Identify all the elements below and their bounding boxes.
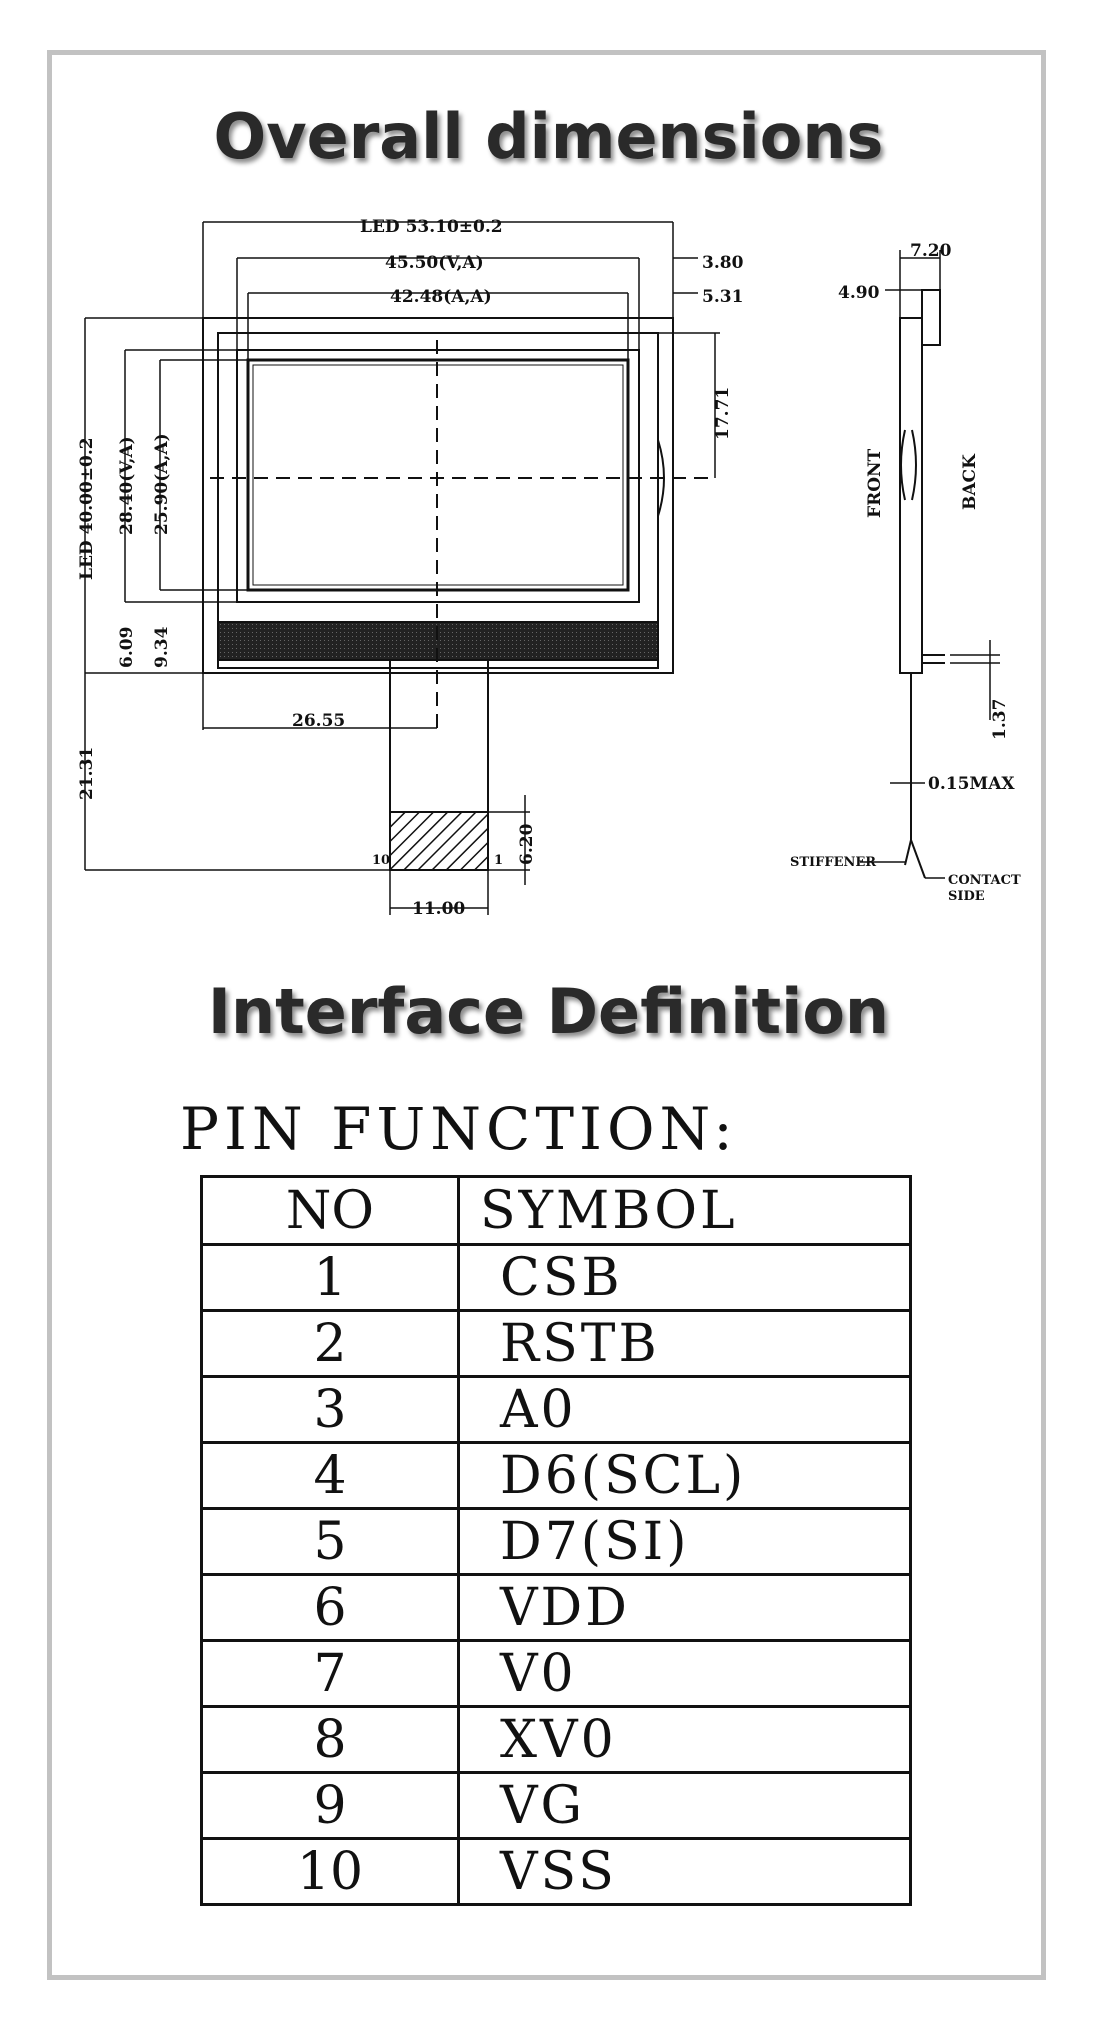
dim-half-width: 26.55: [292, 711, 345, 731]
side-stiffener-label: STIFFENER: [790, 855, 876, 870]
dim-bottom-offset-1: 6.09: [117, 627, 137, 668]
dim-bottom-offset-2: 9.34: [152, 626, 172, 668]
pin-no: 3: [200, 1375, 460, 1444]
side-dim-thickness: 4.90: [838, 283, 880, 303]
side-back-label: BACK: [960, 453, 980, 510]
pin-label-right: 1: [494, 853, 503, 868]
dim-fpc-pad-height: 6.20: [517, 823, 537, 865]
pin-symbol: V0: [457, 1639, 912, 1708]
dimension-lines: [84, 221, 720, 915]
dim-fpc-width: 11.00: [412, 899, 465, 919]
table-header-row: NO SYMBOL: [200, 1175, 912, 1246]
pin-function-heading: PIN FUNCTION:: [180, 1095, 738, 1163]
pin-label-left: 10: [372, 853, 390, 868]
side-front-label: FRONT: [865, 448, 885, 518]
side-contact-label: CONTACT: [948, 873, 1021, 888]
pin-no: 10: [200, 1837, 460, 1906]
glass-outline: [217, 332, 659, 669]
dim-va-width: 45.50(V,A): [385, 253, 484, 273]
pin-no: 1: [200, 1243, 460, 1312]
pin-symbol: A0: [457, 1375, 912, 1444]
side-side-label: SIDE: [948, 889, 985, 904]
pin-no: 6: [200, 1573, 460, 1642]
pin-symbol: D6(SCL): [457, 1441, 912, 1510]
dim-fpc-total: 21.31: [77, 747, 97, 800]
dim-half-height: 17.71: [713, 387, 733, 440]
dimension-drawing: LED 53.10±0.2 45.50(V,A) 42.48(A,A) 3.80…: [77, 217, 1021, 919]
side-dim-width: 7.20: [910, 241, 952, 261]
pin-no: 5: [200, 1507, 460, 1576]
dim-right-offset-mid: 5.31: [702, 287, 743, 307]
pin-no: 4: [200, 1441, 460, 1510]
pin-symbol: RSTB: [457, 1309, 912, 1378]
pin-no: 8: [200, 1705, 460, 1774]
pin-symbol: VG: [457, 1771, 912, 1840]
dim-led-width: LED 53.10±0.2: [360, 217, 503, 237]
pin-no: 7: [200, 1639, 460, 1708]
overall-dimensions-title: Overall dimensions: [213, 100, 884, 173]
dim-aa-height: 25.90(A,A): [152, 433, 172, 535]
side-fpc-offset: 1.37: [990, 699, 1010, 740]
pin-no: 9: [200, 1771, 460, 1840]
pin-symbol: VDD: [457, 1573, 912, 1642]
front-view: [202, 317, 715, 871]
side-fpc-max: 0.15MAX: [928, 774, 1015, 794]
pin-symbol: CSB: [457, 1243, 912, 1312]
pin-symbol: VSS: [457, 1837, 912, 1906]
dim-led-height: LED 40.00±0.2: [77, 437, 97, 580]
dim-right-offset-top: 3.80: [702, 253, 744, 273]
dim-va-height: 28.40(V,A): [117, 436, 137, 535]
header-no: NO: [200, 1175, 460, 1246]
side-view: [899, 289, 945, 879]
interface-definition-title: Interface Definition: [207, 975, 890, 1048]
dim-aa-width: 42.48(A,A): [390, 287, 492, 307]
fpc-pad: [389, 811, 489, 871]
pin-no: 2: [200, 1309, 460, 1378]
header-symbol: SYMBOL: [457, 1175, 912, 1246]
pin-symbol: XV0: [457, 1705, 912, 1774]
pin-symbol: D7(SI): [457, 1507, 912, 1576]
